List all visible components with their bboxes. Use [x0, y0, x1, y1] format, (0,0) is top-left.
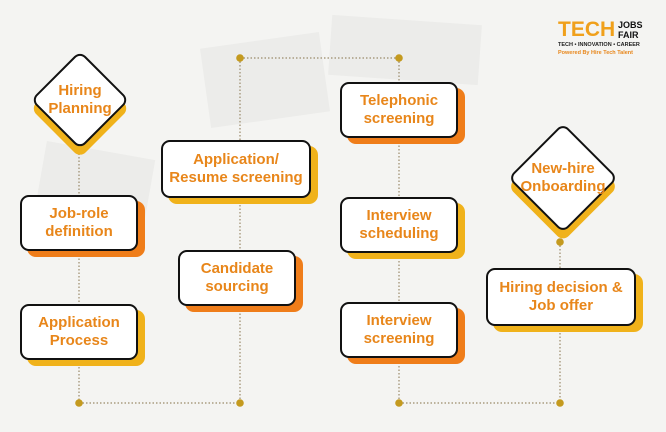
telephonic-screening-box: Telephonic screening: [340, 82, 458, 138]
interview-scheduling-box: Interview scheduling: [340, 197, 458, 253]
connector-dot: [556, 238, 564, 246]
connector-dot: [395, 399, 403, 407]
connector-dot: [75, 399, 83, 407]
logo-powered-by: Powered By Hire Tech Talent: [558, 50, 633, 56]
connector-dot: [236, 399, 244, 407]
connector-dot: [556, 399, 564, 407]
candidate-sourcing-box: Candidate sourcing: [178, 250, 296, 306]
interview-screening-box: Interview screening: [340, 302, 458, 358]
job-role-definition-box: Job-role definition: [20, 195, 138, 251]
connector-dot: [75, 146, 83, 154]
logo-fair-text: FAIR: [618, 30, 639, 40]
logo-tagline: TECH • INNOVATION • CAREER: [558, 42, 640, 48]
application-process-box: Application Process: [20, 304, 138, 360]
hiring-decision-job-offer-box: Hiring decision & Job offer: [486, 268, 636, 326]
connector-dot: [395, 54, 403, 62]
application-resume-screening-box: Application/ Resume screening: [161, 140, 311, 198]
logo-jobs-text: JOBS: [618, 20, 643, 30]
hiring-planning-label: Hiring Planning: [48, 82, 112, 117]
connector-dot: [236, 54, 244, 62]
new-hire-onboarding-label: New-hire Onboarding: [520, 160, 606, 195]
logo-tech-text: TECH: [558, 18, 616, 41]
tech-jobs-fair-logo: TECH JOBS FAIR TECH • INNOVATION • CAREE…: [556, 18, 654, 60]
